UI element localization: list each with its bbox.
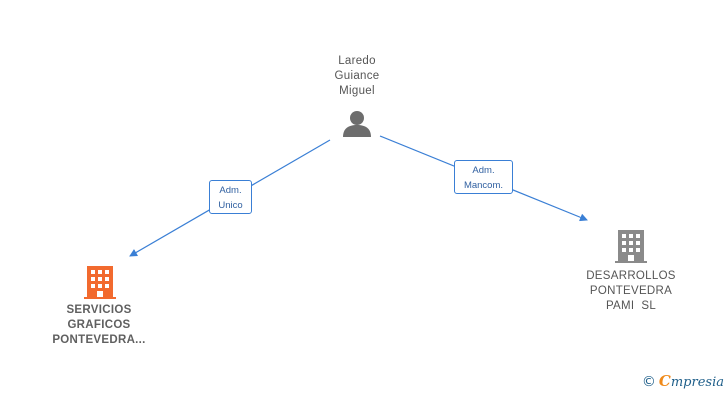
brand-initial: C: [658, 372, 671, 390]
edge-label-line: Adm.: [219, 185, 242, 196]
company-name-line: PAMI SL: [605, 300, 657, 312]
building-icon[interactable]: [84, 266, 116, 299]
edge-label-line: Mancom.: [463, 180, 504, 191]
person-name[interactable]: Laredo Guiance Miguel: [317, 54, 397, 99]
company-name-line: DESARROLLOS: [586, 270, 676, 282]
person-name-line: Miguel: [339, 85, 375, 97]
edge-label-adm-unico: Adm. Unico: [209, 180, 252, 214]
company-name-line: GRAFICOS: [67, 319, 131, 331]
person-icon[interactable]: [343, 111, 371, 137]
company-name-line: PONTEVEDRA...: [52, 334, 146, 346]
company-name[interactable]: DESARROLLOS PONTEVEDRA PAMI SL: [576, 269, 686, 314]
edge-label-adm-mancom: Adm. Mancom.: [454, 160, 513, 194]
company-name-line: PONTEVEDRA: [589, 285, 673, 297]
person-name-line: Guiance: [334, 70, 380, 82]
person-name-line: Laredo: [338, 55, 376, 67]
edge-label-line: Adm.: [472, 165, 495, 176]
copyright-icon: ©: [641, 374, 656, 390]
empresia-watermark: ©Cmpresia: [642, 372, 724, 390]
building-icon[interactable]: [615, 230, 647, 263]
edge-label-line: Unico: [218, 200, 243, 211]
company-name-line: SERVICIOS: [66, 304, 132, 316]
brand-name: mpresia: [670, 375, 724, 390]
company-name[interactable]: SERVICIOS GRAFICOS PONTEVEDRA...: [40, 303, 158, 348]
